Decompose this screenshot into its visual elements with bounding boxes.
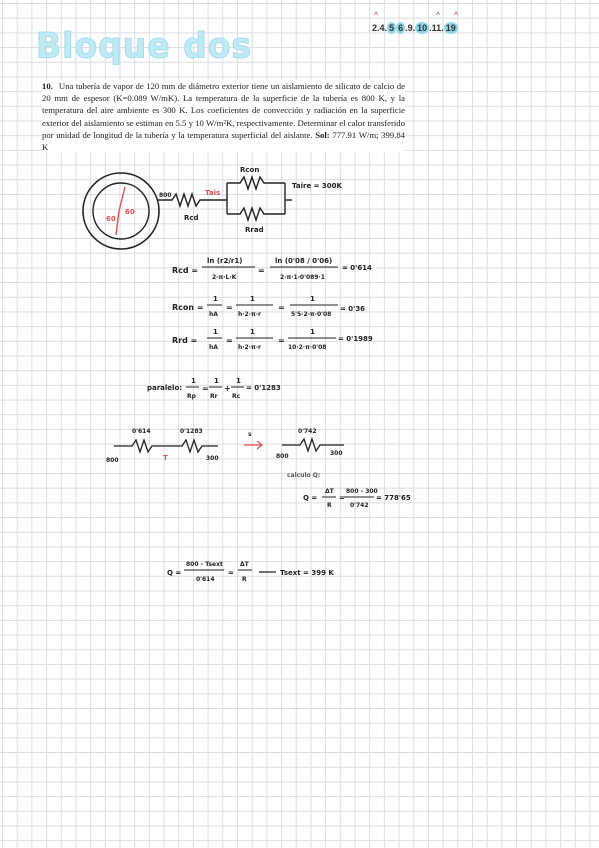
svg-text:=: =	[226, 336, 233, 345]
r-conduction-label: Rcd	[184, 214, 199, 222]
svg-text:1: 1	[250, 328, 255, 336]
pipe-radius-inner: 60	[106, 215, 116, 223]
svg-text:=: =	[339, 494, 345, 502]
temp-inner-label: 800	[159, 192, 172, 199]
svg-text:R: R	[327, 502, 332, 509]
svg-text:Rcon =: Rcon =	[172, 303, 204, 312]
svg-text:= 0'1283: = 0'1283	[246, 384, 281, 392]
svg-text:= 0'1989: = 0'1989	[338, 335, 373, 343]
equation-q: Q = ΔT R = 800 - 300 0'742 = 778'65	[303, 488, 411, 509]
svg-text:2·π·1·0'089·1: 2·π·1·0'089·1	[280, 274, 325, 281]
problem-text: Una tubería de vapor de 120 mm de diámet…	[42, 81, 405, 140]
circuit1-left-temp: 800	[106, 457, 119, 464]
svg-text:= 778'65: = 778'65	[376, 494, 411, 502]
r-radiation-label: Rrad	[245, 226, 264, 234]
pipe-cross-section: 60 60	[82, 172, 160, 250]
svg-text:h·2·π·r: h·2·π·r	[238, 344, 261, 351]
mark-caret: ^	[374, 12, 379, 19]
svg-text:Rp: Rp	[187, 393, 197, 400]
resistance-network	[157, 174, 292, 223]
svg-text:1: 1	[214, 377, 219, 385]
svg-text:1: 1	[191, 377, 196, 385]
problem-number-label: 10.	[42, 81, 53, 91]
svg-text:0'614: 0'614	[196, 576, 215, 583]
svg-text:=: =	[202, 384, 209, 393]
equation-rrd: Rrd = 1 hA = 1 h·2·π·r = 1 10·2·π·0'08 =…	[172, 328, 373, 351]
svg-text:2·π·L·K: 2·π·L·K	[212, 274, 237, 281]
solution-text: 777.91 W/m; 399.84 K	[42, 129, 406, 153]
problem-number-highlighted: 6	[396, 22, 406, 34]
svg-text:=: =	[226, 303, 233, 312]
svg-text:=: =	[278, 336, 285, 345]
problem-number: 2	[372, 23, 378, 33]
svg-text:=: =	[228, 569, 234, 577]
svg-text:1: 1	[236, 377, 241, 385]
circuit1-mid-temp: T	[163, 454, 168, 462]
problem-number: 4	[379, 23, 385, 33]
svg-text:= 0'36: = 0'36	[340, 305, 365, 313]
equation-rcon: Rcon = 1 hA = 1 h·2·π·r = 1 5'5·2·π·0'08…	[172, 295, 365, 318]
circuit2-left-temp: 800	[276, 453, 289, 460]
circuit2-right-temp: 300	[330, 450, 343, 457]
svg-text:R: R	[242, 576, 247, 583]
svg-text:0'742: 0'742	[350, 502, 369, 509]
air-temp-label: Taire = 300K	[292, 182, 343, 190]
temp-insulation-label: Tais	[205, 189, 220, 197]
series-circuit-1	[114, 437, 218, 455]
problem-number-highlighted: 10	[415, 22, 430, 34]
problem-number-highlighted: 5	[387, 22, 397, 34]
svg-text:= 0'614: = 0'614	[342, 264, 372, 272]
svg-text:paralelo:: paralelo:	[147, 384, 182, 392]
svg-text:=: =	[278, 303, 285, 312]
svg-text:1: 1	[213, 328, 218, 336]
solution-label: Sol:	[315, 129, 330, 140]
svg-text:ln (r2/r1): ln (r2/r1)	[207, 257, 242, 265]
problem-statement: 10.Una tubería de vapor de 120 mm de diá…	[42, 80, 405, 152]
equation-rcd: Rcd = ln (r2/r1) 2·π·L·K = ln (0'08 / 0'…	[172, 257, 372, 281]
svg-text:800 - 300: 800 - 300	[346, 488, 378, 495]
svg-text:hA: hA	[209, 311, 218, 318]
svg-text:Q =: Q =	[167, 569, 181, 577]
svg-text:ΔT: ΔT	[240, 561, 250, 568]
svg-text:1: 1	[310, 328, 315, 336]
svg-text:+: +	[224, 384, 231, 393]
calc-label: calculo Q:	[287, 472, 320, 479]
r-convection-label: Rcon	[240, 166, 259, 174]
svg-text:Rrd =: Rrd =	[172, 336, 197, 345]
mark-caret: ^	[454, 12, 459, 19]
svg-text:1: 1	[250, 295, 255, 303]
equation-parallel: paralelo: 1 Rp = 1 Rr + 1 Rc = 0'1283	[147, 377, 281, 400]
circuit1-right-temp: 300	[206, 455, 219, 462]
svg-text:Tsext = 399 K: Tsext = 399 K	[280, 569, 334, 577]
problem-number: 11	[431, 23, 442, 33]
problem-number: 9	[407, 23, 413, 33]
svg-text:ln (0'08 / 0'06): ln (0'08 / 0'06)	[275, 257, 332, 265]
svg-text:=: =	[258, 266, 265, 275]
circuit1-r1: 0'614	[132, 428, 151, 435]
circuit1-r2: 0'1283	[180, 428, 203, 435]
arrow-icon	[244, 440, 264, 450]
series-circuit-2	[282, 436, 344, 454]
svg-text:Rr: Rr	[210, 393, 218, 400]
problem-number-highlighted: 19	[443, 22, 458, 34]
svg-text:10·2·π·0'08: 10·2·π·0'08	[288, 344, 326, 351]
circuit2-r: 0'742	[298, 428, 317, 435]
equation-final: Q = 800 - Tsext 0'614 = ΔT R Tsext = 399…	[167, 561, 334, 583]
svg-text:h·2·π·r: h·2·π·r	[238, 311, 261, 318]
svg-text:Rc: Rc	[232, 393, 241, 400]
mark-caret: ^	[436, 12, 441, 19]
svg-text:5'5·2·π·0'08: 5'5·2·π·0'08	[291, 311, 331, 318]
svg-text:ΔT: ΔT	[325, 488, 335, 495]
arrow-label: s	[248, 431, 252, 438]
svg-text:1: 1	[213, 295, 218, 303]
svg-text:Rcd =: Rcd =	[172, 266, 198, 275]
svg-text:hA: hA	[209, 344, 218, 351]
svg-text:Q =: Q =	[303, 494, 317, 502]
page-title: Bloque dos	[35, 25, 253, 67]
pipe-radius-outer: 60	[125, 208, 135, 216]
svg-text:800 - Tsext: 800 - Tsext	[186, 561, 223, 568]
svg-text:1: 1	[310, 295, 315, 303]
